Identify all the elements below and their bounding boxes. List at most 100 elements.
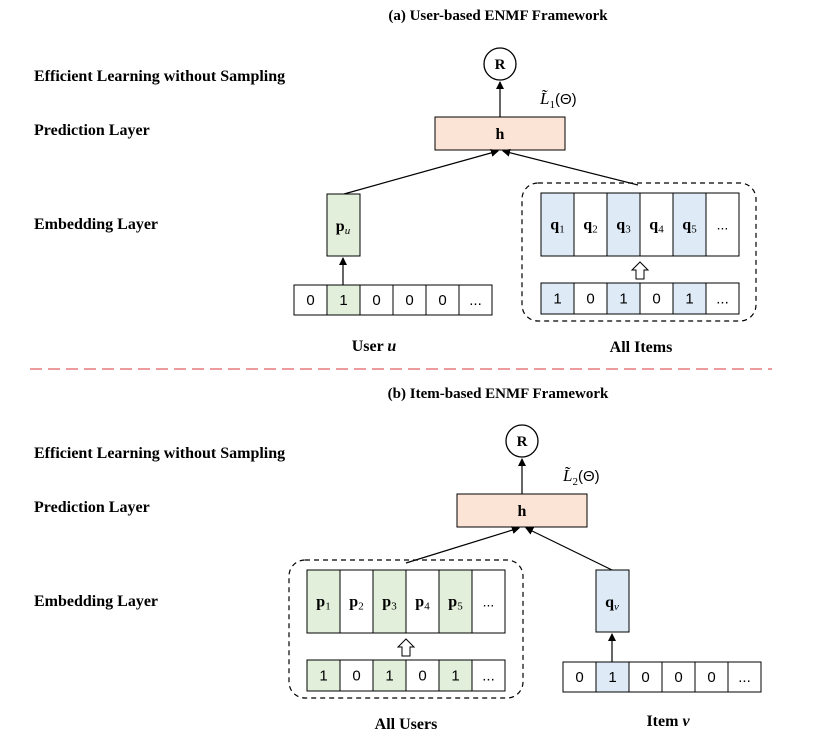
item-input-cell-value: 0 (575, 669, 583, 686)
users-input-cell-value: 1 (385, 668, 393, 685)
user-input-cell-value: 0 (438, 292, 446, 309)
panel-a-items-caption: All Items (610, 339, 673, 356)
panel-a-result-node (483, 47, 517, 81)
users-input-cell (405, 659, 440, 692)
items-input-cell (639, 282, 674, 315)
items-input-cell-value: 0 (652, 291, 660, 308)
item-embedding-cell (672, 192, 707, 257)
panel-b-qv-box (595, 569, 630, 633)
user-input-cell-value: 1 (339, 292, 347, 309)
user-embedding-cell (405, 569, 440, 634)
user-input-cell (425, 284, 460, 316)
panel-b-title: (b) Item-based ENMF Framework (388, 386, 609, 402)
item-input-cell-value: 0 (641, 669, 649, 686)
item-input-cell (595, 661, 630, 693)
users-input-cell-value: 0 (418, 668, 426, 685)
user-input-cell (392, 284, 427, 316)
item-input-cell-value: 1 (608, 669, 616, 686)
user-embedding-cell (339, 569, 374, 634)
item-input-cell-value: 0 (674, 669, 682, 686)
panel-b-label-prediction: Prediction Layer (34, 499, 150, 516)
items-input-cell (606, 282, 641, 315)
users-input-cell-value: 0 (352, 668, 360, 685)
panel-b-label-embedding: Embedding Layer (34, 593, 158, 610)
user-embedding-cell (471, 569, 506, 634)
user-input-cell (359, 284, 394, 316)
items-input-cell (672, 282, 707, 315)
items-input-cell-value: 1 (685, 291, 693, 308)
panel-a-hollow-arrow (630, 261, 650, 280)
users-input-cell (372, 659, 407, 692)
item-embedding-label: q2 (583, 217, 597, 236)
users-input-cell-value: 1 (451, 668, 459, 685)
panel-a-item-embeddings: q1 q2 q3 q4 q5... (540, 192, 740, 257)
item-input-cell-value: 0 (707, 669, 715, 686)
item-input-cell (661, 661, 696, 693)
items-input-cell (573, 282, 608, 315)
users-input-cell-value: ... (482, 668, 495, 685)
panel-a: (a) User-based ENMF Framework Efficient … (34, 8, 757, 356)
items-input-cell (705, 282, 740, 315)
panel-a-title: (a) User-based ENMF Framework (388, 8, 608, 24)
panel-a-result-label: R (495, 57, 506, 73)
item-embedding-cell (639, 192, 674, 257)
panel-a-user-input-vector: 0 1 0 0 0... (293, 284, 493, 316)
item-embedding-label: q5 (682, 217, 697, 236)
user-input-cell-value: ... (469, 292, 482, 309)
item-embedding-cell (606, 192, 641, 257)
panel-b-loss: L̃2(Θ) (562, 466, 600, 488)
panel-b-h-box (456, 493, 588, 528)
panel-b-arrow-users-to-h (405, 526, 520, 564)
panel-b-users-caption: All Users (375, 716, 438, 733)
items-input-cell-value: ... (716, 291, 729, 308)
items-input-cell-value: 0 (586, 291, 594, 308)
item-embedding-cell (540, 192, 575, 257)
panel-b-hollow-arrow (396, 638, 416, 657)
panel-a-pu-box (326, 193, 361, 257)
item-input-cell (628, 661, 663, 693)
item-embedding-label: q3 (616, 217, 631, 236)
users-input-cell (438, 659, 473, 692)
item-embedding-label: ... (717, 217, 729, 233)
panel-b-result-label: R (517, 434, 528, 450)
panel-b-users-group (288, 559, 524, 699)
users-input-cell (471, 659, 506, 692)
user-input-cell-value: 0 (306, 292, 314, 309)
panel-a-label-embedding: Embedding Layer (34, 216, 158, 233)
item-input-cell-value: ... (738, 669, 751, 686)
user-input-cell (458, 284, 493, 316)
panel-b-result-node (505, 424, 539, 458)
user-embedding-label: p4 (415, 594, 430, 613)
panel-a-user-caption: User u (352, 338, 397, 355)
user-embedding-label: p1 (316, 594, 330, 613)
item-embedding-label: q1 (550, 217, 564, 236)
user-embedding-cell (438, 569, 473, 634)
panel-a-label-learning: Efficient Learning without Sampling (34, 68, 285, 85)
user-input-cell (326, 284, 361, 316)
item-embedding-cell (705, 192, 740, 257)
panel-a-label-prediction: Prediction Layer (34, 122, 150, 139)
user-input-cell-value: 0 (372, 292, 380, 309)
item-input-cell (694, 661, 729, 693)
items-input-cell (540, 282, 575, 315)
panel-b-item-caption: Item v (646, 713, 690, 730)
users-input-cell (306, 659, 341, 692)
panel-b-arrow-qv-to-h (525, 527, 613, 571)
panel-b-item-input-vector: 0 1 0 0 0... (562, 661, 762, 693)
item-embedding-label: q4 (649, 217, 664, 236)
items-input-cell-value: 1 (553, 291, 561, 308)
user-embedding-label: p2 (349, 594, 363, 613)
user-input-cell (293, 284, 328, 316)
panel-a-items-group (521, 182, 757, 322)
panel-a-pu-label: pu (336, 218, 351, 237)
panel-a-loss: L̃1(Θ) (539, 89, 577, 111)
user-input-cell-value: 0 (405, 292, 413, 309)
user-embedding-label: p5 (448, 594, 463, 613)
panel-a-arrow-pu-to-h (343, 149, 499, 195)
panel-a-h-label: h (496, 126, 505, 143)
user-embedding-label: ... (483, 594, 495, 610)
